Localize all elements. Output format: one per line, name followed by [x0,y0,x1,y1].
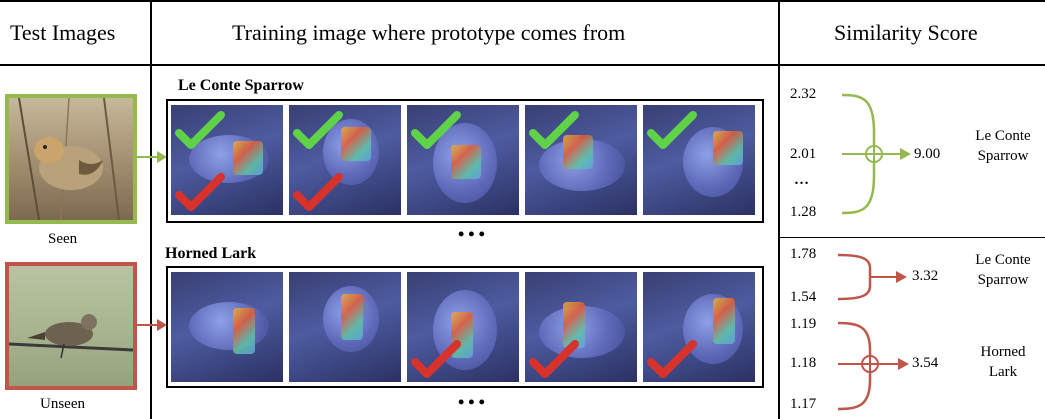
top-border [0,0,1045,2]
green-check-icon [175,111,225,149]
activation-heatmap [233,308,255,354]
unseen-b-score-1: 1.19 [790,316,817,332]
green-check-icon [293,111,343,149]
prototype-thumbnail [171,272,283,382]
red-check-icon [175,173,225,211]
unseen-b-score-2: 1.18 [790,355,817,371]
activation-heatmap [713,298,735,344]
header-test-images: Test Images [10,20,116,45]
seen-sum-bracket-icon [841,93,911,215]
unseen-a-total-score: 3.32 [912,268,939,284]
prototype-box-horned-lark [166,266,764,388]
column-divider-left [150,0,152,419]
score-row-divider [779,237,1045,238]
activation-heatmap [341,127,371,161]
unseen-a-bracket-icon [837,253,907,301]
seen-label: Seen [48,231,78,247]
header-training-image: Training image where prototype comes fro… [232,20,626,45]
seen-test-image [5,94,137,224]
activation-heatmap [341,294,363,340]
more-prototypes-horned-lark: ••• [458,392,489,412]
group-title-le-conte-sparrow: Le Conte Sparrow [178,77,304,94]
group-title-horned-lark: Horned Lark [165,245,257,262]
unseen-b-class-name: Horned Lark [980,344,1026,380]
green-check-icon [411,111,461,149]
prototype-box-le-conte-sparrow [166,99,764,223]
sparrow-photo-icon [18,98,120,220]
header-similarity-score: Similarity Score [834,20,978,45]
red-check-icon [529,340,579,378]
unseen-arrow-icon [137,319,167,331]
prototype-thumbnail [289,105,401,215]
prototype-thumbnail [407,105,519,215]
seen-score-ellipsis: … [794,172,809,188]
green-check-icon [529,111,579,149]
lark-photo-icon [9,314,133,359]
red-check-icon [293,173,343,211]
red-check-icon [647,340,697,378]
activation-heatmap [451,145,481,179]
seen-score-1: 2.32 [790,86,817,102]
seen-arrow-icon [137,151,167,163]
green-check-icon [647,111,697,149]
header-divider [0,64,1045,66]
activation-heatmap [713,131,743,165]
seen-class-name: Le Conte Sparrow [975,128,1031,164]
bird-silhouette [189,302,269,350]
activation-heatmap [563,302,585,348]
unseen-a-score-1: 1.78 [790,246,817,262]
prototype-thumbnail [525,272,637,382]
red-check-icon [411,340,461,378]
seen-score-2: 2.01 [790,146,817,162]
column-divider-right [778,0,780,419]
prototype-thumbnail [289,272,401,382]
unseen-label: Unseen [40,396,85,412]
prototype-thumbnail [171,105,283,215]
unseen-b-score-3: 1.17 [790,396,817,412]
activation-heatmap [563,135,593,169]
prototype-thumbnail [643,105,755,215]
unseen-b-total-score: 3.54 [912,355,939,371]
seen-score-3: 1.28 [790,204,817,220]
seen-total-score: 9.00 [914,146,941,162]
unseen-a-class-name: Le Conte Sparrow [975,252,1031,288]
prototype-thumbnail [407,272,519,382]
more-prototypes-le-conte-sparrow: ••• [458,224,489,244]
prototype-thumbnail [525,105,637,215]
activation-heatmap [233,141,263,175]
unseen-test-image [5,262,137,390]
prototype-thumbnail [643,272,755,382]
unseen-b-sum-bracket-icon [837,321,909,411]
unseen-a-score-2: 1.54 [790,289,817,305]
